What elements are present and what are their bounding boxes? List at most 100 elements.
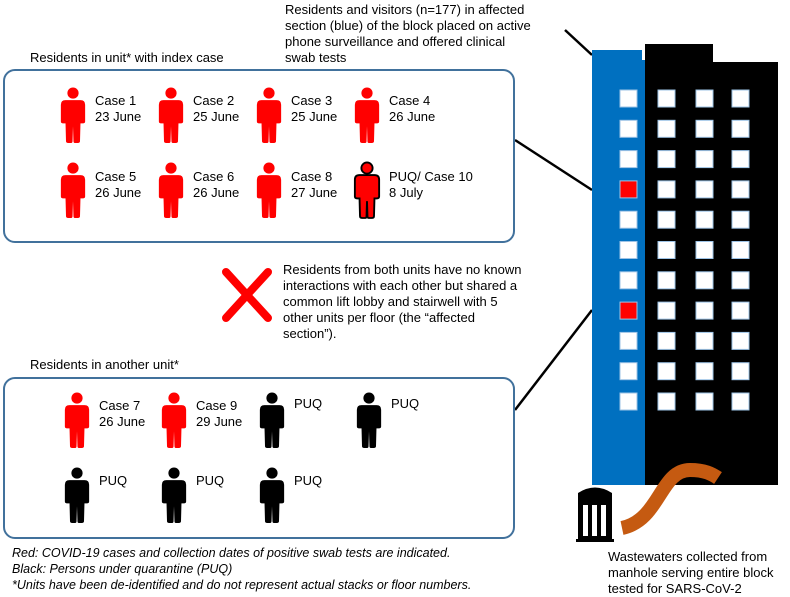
window <box>695 210 714 229</box>
case-date: 8 July <box>389 185 423 200</box>
person-icon <box>59 85 87 145</box>
puq-label: PUQ <box>294 396 322 412</box>
case-date: 25 June <box>291 109 338 124</box>
person-icon <box>258 390 286 450</box>
unit1-connector-line <box>514 138 593 192</box>
puq-label: PUQ <box>99 473 127 489</box>
window <box>619 210 638 229</box>
unit1-box <box>3 69 515 243</box>
middle-note-line: other units per floor (the “affected <box>283 310 475 325</box>
window <box>695 362 714 381</box>
person-icon <box>353 85 381 145</box>
puq-id: PUQ <box>294 473 323 488</box>
puq-label: PUQ <box>391 396 419 412</box>
unit2-connector-line <box>514 309 593 411</box>
person-icon <box>157 160 185 220</box>
footnote-line: Red: COVID-19 cases and collection dates… <box>12 546 451 560</box>
window <box>695 150 714 169</box>
building-caption-line: section (blue) of the block placed on ac… <box>285 18 531 33</box>
window <box>695 392 714 411</box>
case-date: 26 June <box>99 414 146 429</box>
puq-id: PUQ <box>99 473 128 488</box>
window <box>619 271 638 290</box>
window <box>619 241 638 259</box>
person-icon <box>255 160 283 220</box>
case-id: Case 3 <box>291 93 333 108</box>
window <box>619 362 638 381</box>
case-unit-window <box>619 180 638 199</box>
window <box>695 119 714 138</box>
middle-note-line: Residents from both units have no known <box>283 262 522 277</box>
person-icon <box>355 390 383 450</box>
window <box>731 331 750 350</box>
puq-id: PUQ <box>294 396 323 411</box>
window <box>731 119 750 138</box>
case-id: Case 2 <box>193 93 235 108</box>
puq-id: PUQ <box>196 473 225 488</box>
case-date: 27 June <box>291 185 338 200</box>
footnotes: Red: COVID-19 cases and collection dates… <box>12 545 572 593</box>
case-date: 23 June <box>95 109 142 124</box>
puq-label: PUQ <box>294 473 322 489</box>
window <box>657 271 676 290</box>
case-date: 26 June <box>95 185 142 200</box>
case-id: Case 6 <box>193 169 235 184</box>
case-id: Case 7 <box>99 398 141 413</box>
person-icon <box>160 465 188 525</box>
person-icon <box>157 85 185 145</box>
caption-connector-line <box>564 29 593 56</box>
wastewater-caption-line: tested for SARS-CoV-2 <box>608 581 742 596</box>
window <box>695 89 714 108</box>
middle-note-line: interactions with each other but shared … <box>283 278 518 293</box>
case-id: Case 4 <box>389 93 431 108</box>
building-caption-line: Residents and visitors (n=177) in affect… <box>285 2 525 17</box>
building-caption: Residents and visitors (n=177) in affect… <box>285 2 585 66</box>
window <box>619 392 638 411</box>
building-caption-line: phone surveillance and offered clinical <box>285 34 506 49</box>
window <box>695 301 714 320</box>
window <box>619 89 638 108</box>
case-unit-window <box>619 301 638 320</box>
middle-note-line: common lift lobby and stairwell with 5 <box>283 294 498 309</box>
window <box>657 180 676 199</box>
window <box>657 331 676 350</box>
window <box>657 301 676 320</box>
person-icon <box>258 465 286 525</box>
window <box>657 210 676 229</box>
window <box>731 180 750 199</box>
building-blue-top <box>592 50 642 62</box>
unit2-title: Residents in another unit* <box>30 357 179 372</box>
window <box>657 392 676 411</box>
window <box>731 392 750 411</box>
person-icon <box>353 160 381 220</box>
window <box>731 241 750 259</box>
unit2-box <box>3 377 515 539</box>
case-id: Case 9 <box>196 398 238 413</box>
window <box>657 89 676 108</box>
wastewater-caption-line: Wastewaters collected from <box>608 549 768 564</box>
building-black-top <box>645 44 713 64</box>
window <box>657 362 676 381</box>
footnote-line: Black: Persons under quarantine (PUQ) <box>12 562 233 576</box>
window <box>657 150 676 169</box>
case-id: Case 1 <box>95 93 137 108</box>
case-id: PUQ/ Case 10 <box>389 169 473 184</box>
building-caption-line: swab tests <box>285 50 347 65</box>
wastewater-caption-line: manhole serving entire block <box>608 565 774 580</box>
window <box>695 271 714 290</box>
building-windows <box>619 89 750 411</box>
window <box>731 150 750 169</box>
window <box>731 89 750 108</box>
